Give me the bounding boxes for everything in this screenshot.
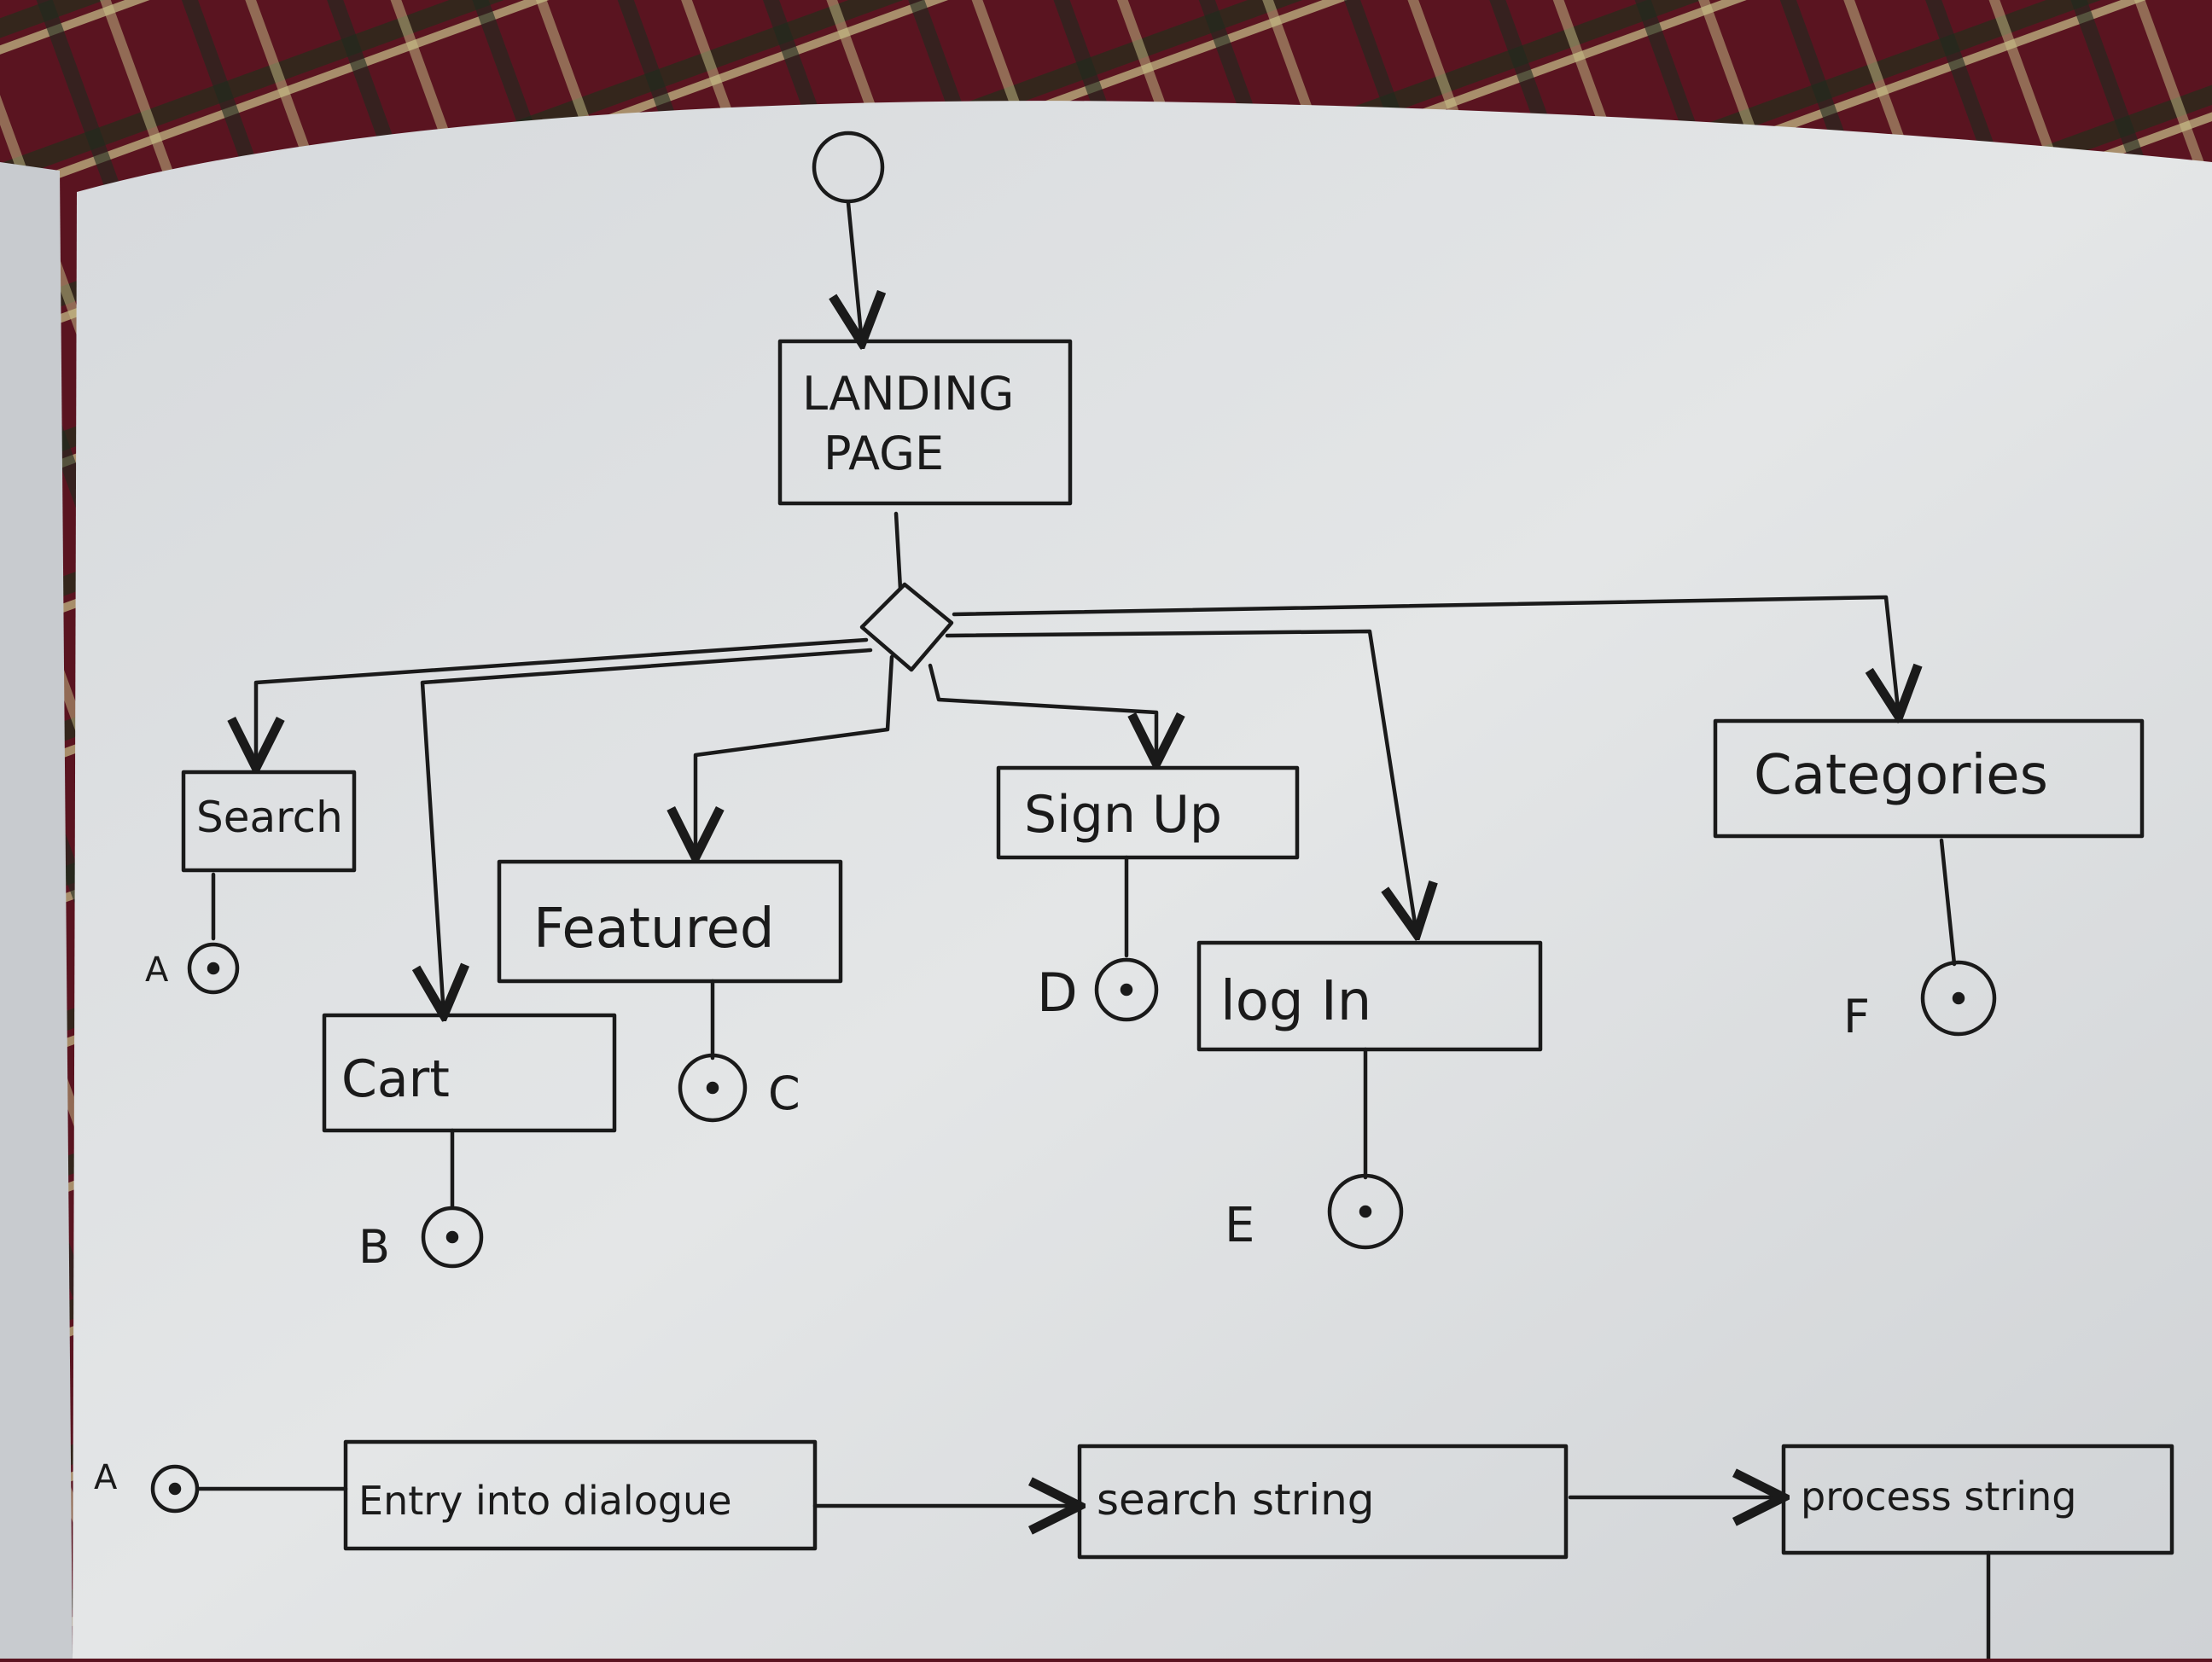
connector-label-f: F <box>1843 990 1870 1043</box>
branch-signup-line <box>928 663 1156 764</box>
connector-label-c: C <box>768 1066 800 1120</box>
flow-step-3-box <box>1781 1444 2174 1555</box>
connector-label-d: D <box>1037 962 1078 1024</box>
flow-a-label: A <box>94 1458 118 1497</box>
categories-connector-node <box>1920 960 1997 1037</box>
login-box <box>1196 940 1543 1052</box>
flow-step-2-label: search string <box>1097 1475 1375 1525</box>
branch-login-line <box>945 629 1417 934</box>
categories-box <box>1713 718 2145 839</box>
featured-box <box>497 859 843 984</box>
cart-connector-node <box>421 1206 484 1269</box>
featured-label: Featured <box>533 898 774 961</box>
categories-connector-line <box>1939 838 1957 967</box>
flow-step-1-box <box>343 1439 818 1551</box>
login-connector-dot <box>1359 1205 1372 1218</box>
login-connector-node <box>1327 1173 1404 1250</box>
search-box <box>181 770 357 873</box>
flow-step-2-box <box>1077 1444 1569 1560</box>
landing-label-line2: PAGE <box>824 427 944 480</box>
cart-label: Cart <box>341 1049 450 1109</box>
search-label: Search <box>196 793 343 842</box>
connector-label-e: E <box>1225 1198 1254 1253</box>
left-page-edge <box>0 162 73 1659</box>
flow-step-1-label: Entry into dialogue <box>358 1478 732 1524</box>
cart-connector-dot <box>445 1230 459 1244</box>
featured-connector-node <box>678 1053 748 1123</box>
branch-featured-line <box>696 654 894 857</box>
connector-label-b: B <box>358 1220 390 1274</box>
branch-cart-line <box>422 648 873 1015</box>
flow-step-3-label: process string <box>1801 1473 2076 1520</box>
search-connector-dot <box>207 962 220 975</box>
login-label: log In <box>1220 970 1371 1033</box>
signup-box <box>996 765 1300 860</box>
signup-connector-node <box>1094 957 1159 1022</box>
branch-search-line <box>256 637 869 768</box>
flow-a-connector-dot <box>168 1482 182 1496</box>
signup-connector-dot <box>1120 983 1133 997</box>
decision-diamond <box>859 582 954 672</box>
search-connector-node <box>187 942 240 995</box>
connector-label-a: A <box>145 950 169 990</box>
signup-label: Sign Up <box>1024 785 1222 845</box>
branch-categories-line <box>952 595 1899 717</box>
start-arrow <box>848 200 862 343</box>
categories-label: Categories <box>1754 744 2048 807</box>
cart-box <box>322 1013 617 1133</box>
featured-connector-dot <box>706 1081 719 1095</box>
landing-label-line1: LANDING <box>802 367 1014 421</box>
categories-connector-dot <box>1952 991 1965 1005</box>
landing-to-decision <box>894 511 903 591</box>
notebook-page <box>73 101 2212 1659</box>
landing-page-box <box>777 339 1073 506</box>
